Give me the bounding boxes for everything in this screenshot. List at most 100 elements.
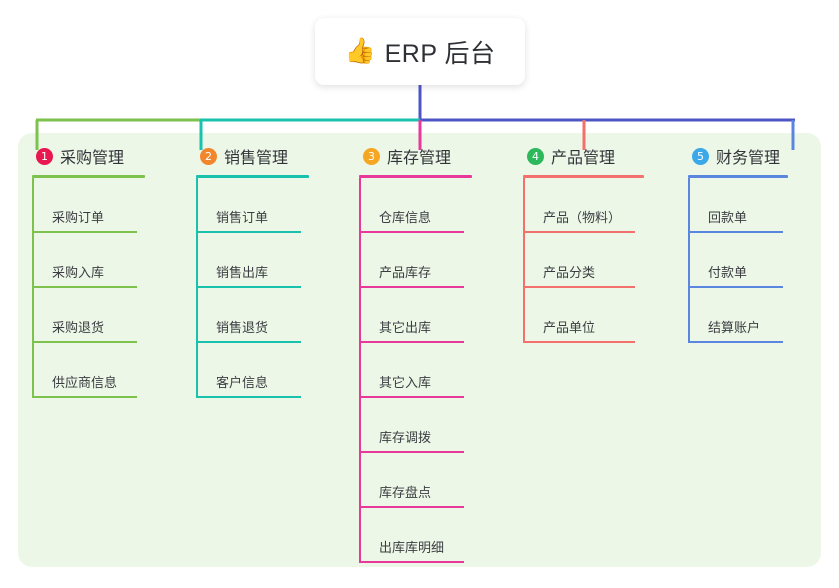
branch-column-1: 1 采购管理 采购订单采购入库采购退货供应商信息 <box>32 144 196 398</box>
leaf-label: 产品分类 <box>543 265 596 280</box>
leaf-label: 库存调拨 <box>379 430 432 445</box>
leaf-rule <box>196 396 301 398</box>
branch-spine <box>523 178 525 343</box>
leaf-rule <box>359 396 464 398</box>
leaf-rule <box>359 286 464 288</box>
leaf-rule <box>196 286 301 288</box>
leaf-rule <box>359 341 464 343</box>
leaf-label: 结算账户 <box>708 320 761 335</box>
branch-header-3[interactable]: 3 库存管理 <box>359 144 523 168</box>
leaf-rule <box>32 231 137 233</box>
branch-badge-1: 1 <box>36 147 53 165</box>
leaf-label: 产品（物料） <box>543 210 622 225</box>
leaf-label: 产品单位 <box>543 320 596 335</box>
branch-title-5: 财务管理 <box>716 150 781 167</box>
leaf-label: 销售订单 <box>216 210 269 225</box>
leaf-node[interactable]: 出库库明细 <box>359 508 523 563</box>
leaf-node[interactable]: 产品库存 <box>359 233 523 288</box>
leaf-label: 产品库存 <box>379 265 432 280</box>
branch-rule-2 <box>196 175 309 178</box>
leaf-label: 采购退货 <box>52 320 105 335</box>
branch-rule-1 <box>32 175 145 178</box>
leaf-node[interactable]: 其它入库 <box>359 343 523 398</box>
leaf-label: 供应商信息 <box>52 375 118 390</box>
leaf-label: 付款单 <box>708 265 748 280</box>
leaf-label: 回款单 <box>708 210 748 225</box>
branch-badge-2: 2 <box>200 147 217 165</box>
leaf-node[interactable]: 采购订单 <box>32 178 196 233</box>
branch-title-3: 库存管理 <box>387 150 452 167</box>
root-node-content: 👍 ERP 后台 <box>344 34 495 70</box>
leaf-node[interactable]: 供应商信息 <box>32 343 196 398</box>
leaf-label: 仓库信息 <box>379 210 432 225</box>
branch-spine <box>688 178 690 343</box>
leaf-rule <box>32 286 137 288</box>
leaf-node[interactable]: 销售退货 <box>196 288 360 343</box>
leaf-label: 销售退货 <box>216 320 269 335</box>
thumbs-up-emoji: 👍 <box>344 37 376 65</box>
leaf-rule <box>688 231 783 233</box>
branch-badge-4: 4 <box>527 147 544 165</box>
leaf-node[interactable]: 采购退货 <box>32 288 196 343</box>
leaf-label: 其它出库 <box>379 320 432 335</box>
leaf-label: 客户信息 <box>216 375 269 390</box>
leaf-node[interactable]: 回款单 <box>688 178 839 233</box>
branch-badge-5: 5 <box>692 147 709 165</box>
leaf-node[interactable]: 采购入库 <box>32 233 196 288</box>
branch-items-5: 回款单付款单结算账户 <box>688 178 839 343</box>
branch-badge-3: 3 <box>363 147 380 165</box>
leaf-rule <box>196 341 301 343</box>
leaf-node[interactable]: 库存盘点 <box>359 453 523 508</box>
leaf-node[interactable]: 仓库信息 <box>359 178 523 233</box>
leaf-node[interactable]: 付款单 <box>688 233 839 288</box>
leaf-rule <box>196 231 301 233</box>
leaf-rule <box>688 341 783 343</box>
leaf-label: 出库库明细 <box>379 540 445 555</box>
branch-spine <box>359 178 361 563</box>
diagram-panel <box>18 133 821 567</box>
branch-header-4[interactable]: 4 产品管理 <box>523 144 687 168</box>
branch-title-2: 销售管理 <box>224 150 289 167</box>
leaf-label: 采购入库 <box>52 265 105 280</box>
leaf-node[interactable]: 产品（物料） <box>523 178 687 233</box>
leaf-node[interactable]: 产品单位 <box>523 288 687 343</box>
leaf-rule <box>523 286 635 288</box>
branch-header-1[interactable]: 1 采购管理 <box>32 144 196 168</box>
leaf-node[interactable]: 其它出库 <box>359 288 523 343</box>
branch-header-2[interactable]: 2 销售管理 <box>196 144 360 168</box>
branch-header-5[interactable]: 5 财务管理 <box>688 144 839 168</box>
branch-title-4: 产品管理 <box>551 150 616 167</box>
leaf-label: 其它入库 <box>379 375 432 390</box>
branch-title-1: 采购管理 <box>60 150 125 167</box>
leaf-rule <box>688 286 783 288</box>
leaf-node[interactable]: 库存调拨 <box>359 398 523 453</box>
branch-items-2: 销售订单销售出库销售退货客户信息 <box>196 178 360 398</box>
root-node[interactable]: 👍 ERP 后台 <box>315 18 525 85</box>
leaf-label: 采购订单 <box>52 210 105 225</box>
leaf-rule <box>523 231 635 233</box>
leaf-label: 销售出库 <box>216 265 269 280</box>
branch-column-3: 3 库存管理 仓库信息产品库存其它出库其它入库库存调拨库存盘点出库库明细 <box>359 144 523 563</box>
leaf-label: 库存盘点 <box>379 485 432 500</box>
branch-column-4: 4 产品管理 产品（物料） 产品分类产品单位 <box>523 144 687 343</box>
root-title: ERP 后台 <box>384 39 496 68</box>
branch-rule-3 <box>359 175 472 178</box>
leaf-node[interactable]: 结算账户 <box>688 288 839 343</box>
leaf-rule <box>32 341 137 343</box>
branch-rule-4 <box>523 175 644 178</box>
leaf-rule <box>523 341 635 343</box>
leaf-node[interactable]: 销售订单 <box>196 178 360 233</box>
leaf-rule <box>359 561 464 563</box>
branch-items-4: 产品（物料） 产品分类产品单位 <box>523 178 687 343</box>
branch-column-5: 5 财务管理 回款单付款单结算账户 <box>688 144 839 343</box>
branch-spine <box>32 178 34 398</box>
leaf-node[interactable]: 产品分类 <box>523 233 687 288</box>
branch-spine <box>196 178 198 398</box>
leaf-node[interactable]: 客户信息 <box>196 343 360 398</box>
branch-items-1: 采购订单采购入库采购退货供应商信息 <box>32 178 196 398</box>
leaf-rule <box>359 231 464 233</box>
branch-items-3: 仓库信息产品库存其它出库其它入库库存调拨库存盘点出库库明细 <box>359 178 523 563</box>
leaf-node[interactable]: 销售出库 <box>196 233 360 288</box>
branch-column-2: 2 销售管理 销售订单销售出库销售退货客户信息 <box>196 144 360 398</box>
